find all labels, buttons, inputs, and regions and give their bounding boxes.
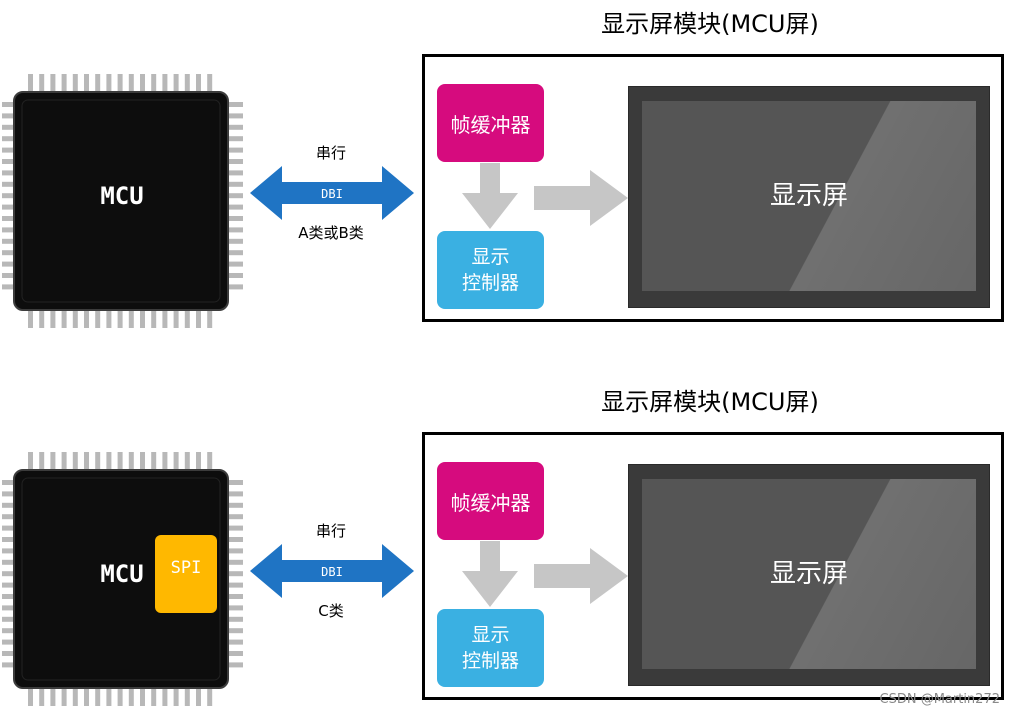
- mcu-chip-icon: [2, 452, 243, 706]
- connector-arrow-label: DBI: [321, 565, 343, 579]
- controller-label-line2: 控制器: [461, 650, 519, 672]
- screen-glare: [642, 479, 976, 669]
- frame-buffer-block: 帧缓冲器: [437, 84, 544, 162]
- watermark: CSDN @Martin272: [879, 692, 1001, 707]
- screen-panel: [642, 479, 976, 669]
- connector-top-label: 串行: [315, 144, 346, 162]
- right-arrow-icon: [534, 548, 628, 604]
- spi-block: SPI: [155, 535, 217, 613]
- mcu-label: MCU: [100, 560, 144, 588]
- controller-label-line2: 控制器: [461, 272, 519, 294]
- controller-label-line1: 显示: [471, 624, 510, 646]
- connector-arrow-label: DBI: [321, 187, 343, 201]
- right-arrow-icon: [534, 170, 628, 226]
- connector-bottom-label: A类或B类: [298, 224, 364, 242]
- screen-label: 显示屏: [769, 559, 848, 589]
- connector-bottom-label: C类: [318, 602, 344, 620]
- top-panel: MCU 串行 DBI A类或B类 显示屏模块(MCU屏) 帧缓冲器 显示 控制器…: [0, 0, 1012, 350]
- display-screen: 显示屏: [628, 464, 990, 686]
- screen-glare: [642, 101, 976, 291]
- module-title: 显示屏模块(MCU屏): [601, 10, 819, 38]
- display-controller-block: 显示 控制器: [437, 231, 544, 309]
- mcu-chip-icon: [2, 74, 243, 328]
- screen-panel: [642, 101, 976, 291]
- down-arrow-icon: [462, 541, 518, 607]
- connector-top-label: 串行: [315, 522, 346, 540]
- double-arrow-icon: DBI: [250, 166, 414, 220]
- frame-buffer-block: 帧缓冲器: [437, 462, 544, 540]
- screen-label: 显示屏: [769, 181, 848, 211]
- display-screen: 显示屏: [628, 86, 990, 308]
- module-title: 显示屏模块(MCU屏): [601, 388, 819, 416]
- down-arrow-icon: [462, 163, 518, 229]
- spi-label: SPI: [170, 558, 202, 578]
- bottom-panel: MCU SPI 串行 DBI C类 显示屏模块(MCU屏) 帧缓冲器 显示 控制…: [0, 378, 1012, 728]
- display-controller-block: 显示 控制器: [437, 609, 544, 687]
- mcu-label: MCU: [100, 182, 144, 210]
- controller-label-line1: 显示: [471, 246, 510, 268]
- double-arrow-icon: DBI: [250, 544, 414, 598]
